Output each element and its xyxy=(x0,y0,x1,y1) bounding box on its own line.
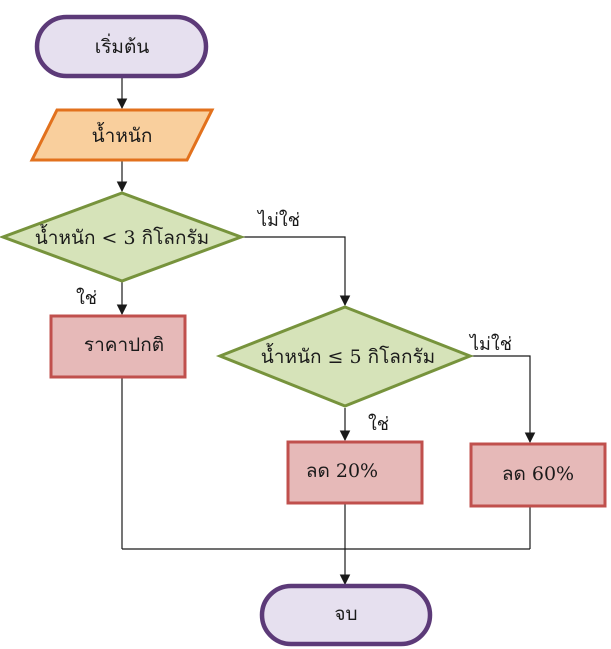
decision-2-shape xyxy=(215,305,475,408)
decision-1-label: น้ำหนัก < 3 กิโลกรัม xyxy=(35,224,209,249)
decision-2-no-label: ไม่ใช่ xyxy=(468,333,512,355)
start-node: เริ่มต้น xyxy=(34,14,209,79)
discount-60-shape xyxy=(469,442,607,508)
decision-1-no-label: ไม่ใช่ xyxy=(256,209,300,231)
input-weight-label: น้ำหนัก xyxy=(92,122,153,147)
arrow-decision-1-no xyxy=(241,236,351,307)
decision-1-yes-label: ใช่ xyxy=(76,287,97,309)
decision-1-node: น้ำหนัก < 3 กิโลกรัม xyxy=(0,191,246,283)
normal-price-node: ราคาปกติ xyxy=(49,314,187,379)
discount-20-label: ลด 20% xyxy=(306,460,378,482)
decision-1-shape xyxy=(0,191,246,283)
start-label: เริ่มต้น xyxy=(95,33,150,58)
edge-labels: ไม่ใช่ ใช่ ใช่ ไม่ใช่ xyxy=(76,209,512,435)
input-weight-node: น้ำหนัก xyxy=(29,108,215,162)
start-shape xyxy=(34,14,209,79)
normal-price-shape xyxy=(49,314,187,379)
input-weight-shape xyxy=(29,108,215,162)
decision-2-yes-label: ใช่ xyxy=(368,413,389,435)
normal-price-label: ราคาปกติ xyxy=(84,334,164,356)
end-label: จบ xyxy=(334,603,357,625)
decision-2-label: น้ำหนัก ≤ 5 กิโลกรัม xyxy=(261,343,435,368)
discount-60-label: ลด 60% xyxy=(502,463,574,485)
end-shape xyxy=(259,583,433,647)
discount-20-node: ลด 20% xyxy=(286,440,424,505)
discount-60-node: ลด 60% xyxy=(469,442,607,508)
discount-20-shape xyxy=(286,440,424,505)
end-node: จบ xyxy=(259,583,433,647)
arrow-decision-2-no xyxy=(470,355,536,444)
decision-2-node: น้ำหนัก ≤ 5 กิโลกรัม xyxy=(215,305,475,408)
connectors xyxy=(116,76,536,586)
